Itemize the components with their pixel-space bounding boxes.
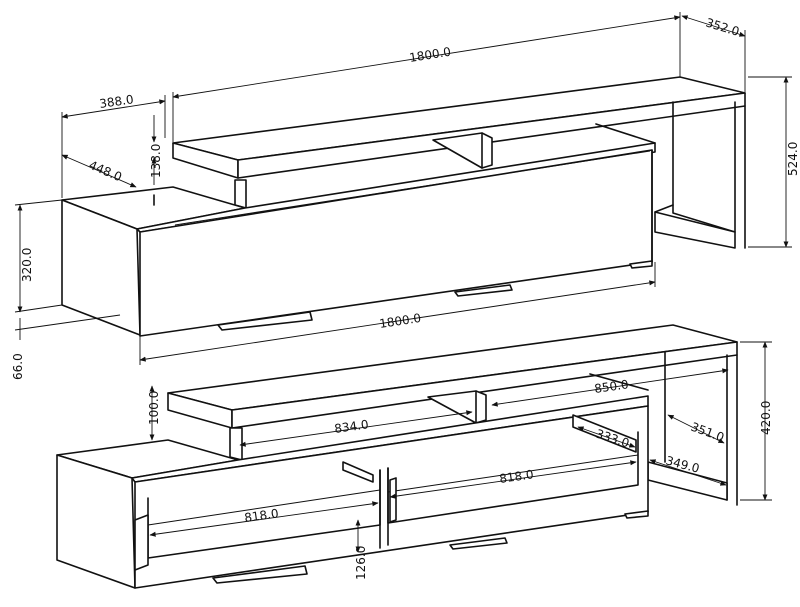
dim-shelf-height: 138.0	[149, 144, 163, 178]
dim-inner-width-top: 834.0	[333, 417, 369, 436]
dim-leg-height: 66.0	[11, 353, 25, 380]
dim-leg-gap: 126.0	[354, 546, 368, 580]
closed-unit-view: 1800.0 352.0 524.0 388.0 448.0 138.0	[11, 12, 800, 380]
dim-height-right: 420.0	[759, 401, 773, 435]
dim-height-total: 524.0	[786, 142, 800, 176]
dimension-lines-top: 1800.0 352.0 524.0 388.0 448.0 138.0	[11, 12, 800, 380]
dim-offset-left: 388.0	[98, 92, 134, 111]
open-unit-view: 100.0 834.0 850.0 420.0 351.0 333.0 349.…	[56, 324, 773, 589]
dim-inner-width-left: 818.0	[243, 506, 279, 525]
dim-depth-right: 351.0	[689, 420, 726, 445]
dim-width-base: 1800.0	[378, 311, 422, 331]
dim-width-top: 1800.0	[408, 45, 452, 65]
dim-top-shelf-height: 100.0	[147, 391, 161, 425]
dim-depth-base: 448.0	[87, 158, 124, 184]
dim-inner-width-mid: 818.0	[498, 467, 534, 486]
dim-inner-width-right: 850.0	[593, 377, 629, 396]
dim-base-height: 320.0	[20, 248, 34, 282]
dim-depth-top: 352.0	[704, 15, 741, 38]
